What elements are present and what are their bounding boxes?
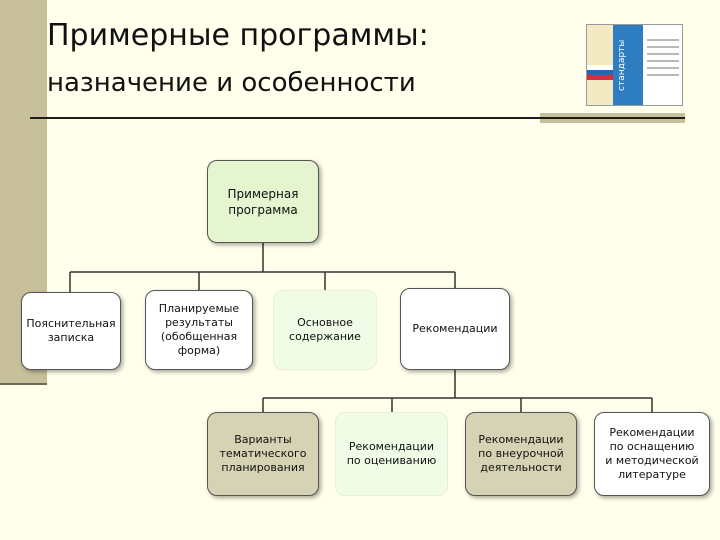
book-spine <box>613 25 643 105</box>
node-assessment-recommendations: Рекомендации по оцениванию <box>335 412 448 496</box>
flag-stripe-blue <box>587 70 613 75</box>
node-planned-results: Планируемые результаты (обобщенная форма… <box>145 290 253 370</box>
node-main-content: Основное содержание <box>273 290 377 370</box>
node-equipment-recommendations: Рекомендации по оснащению и методической… <box>594 412 710 496</box>
left-accent-line <box>0 383 47 385</box>
book-cover-image: стандарты <box>586 24 683 106</box>
flag-stripe-white <box>587 65 613 70</box>
book-cover-text-lines <box>647 39 679 81</box>
slide-subtitle: назначение и особенности <box>47 68 416 98</box>
node-root-program: Примерная программа <box>207 160 319 243</box>
node-recommendations: Рекомендации <box>400 288 510 370</box>
slide-title: Примерные программы: <box>47 18 429 53</box>
node-planning-variants: Варианты тематического планирования <box>207 412 319 496</box>
node-explanatory-note: Пояснительная записка <box>21 292 121 370</box>
title-rule <box>30 117 685 119</box>
flag-stripe-red <box>587 75 613 80</box>
node-extracurricular-recommendations: Рекомендации по внеурочной деятельности <box>465 412 577 496</box>
